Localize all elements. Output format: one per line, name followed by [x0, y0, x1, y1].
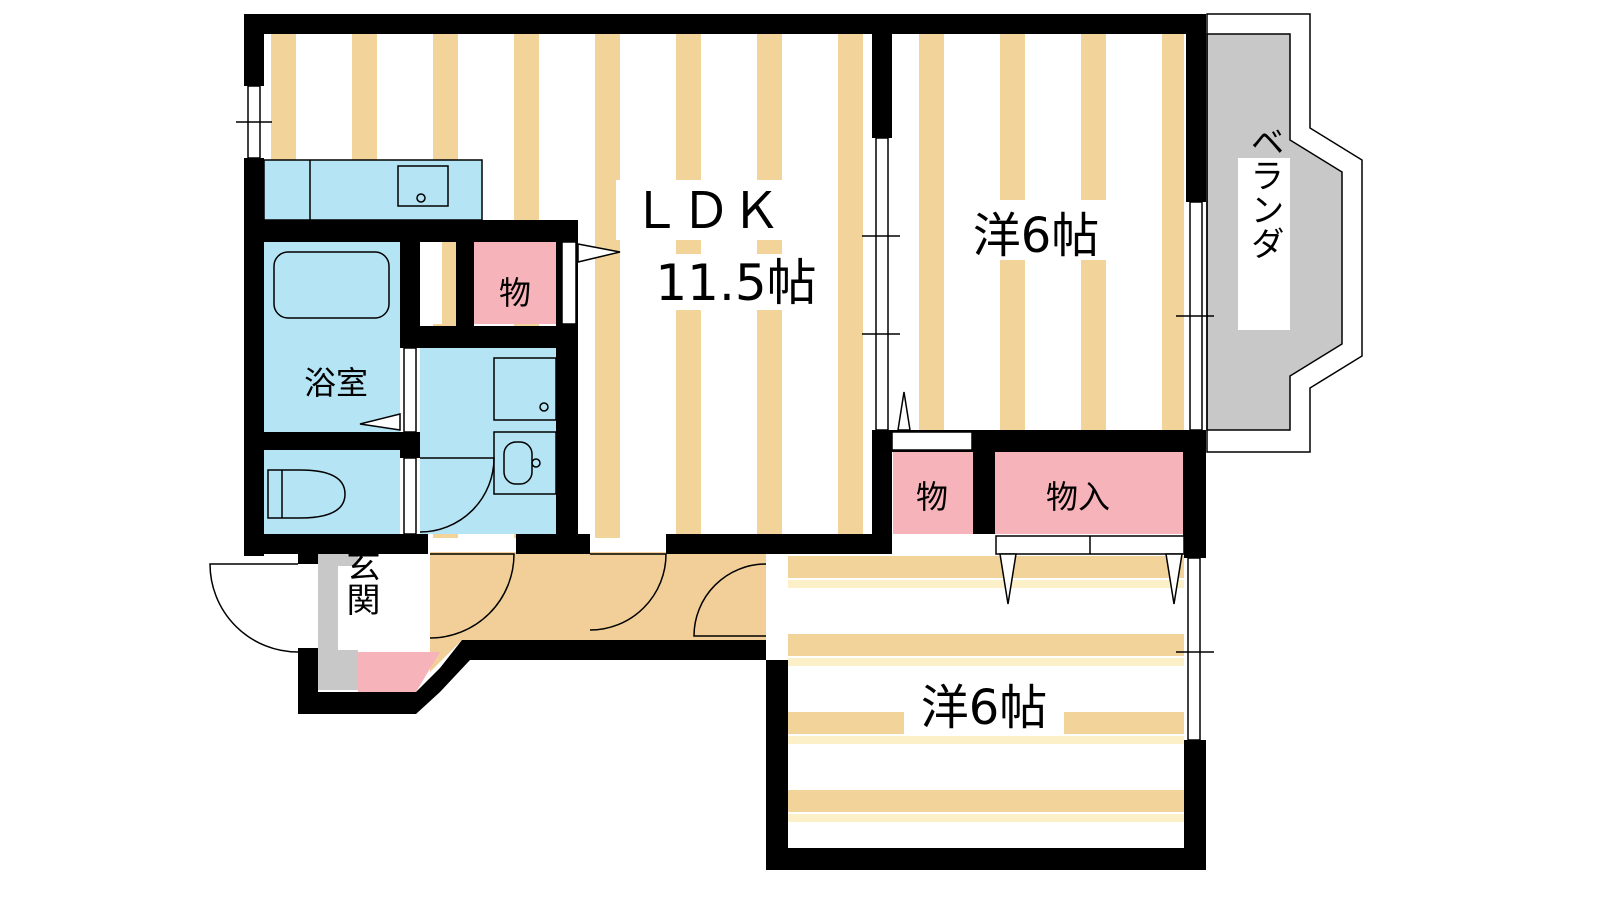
ldk-label: ＬＤＫ [631, 182, 781, 240]
storage-small-label: 物 [499, 274, 531, 312]
doors [209, 241, 1185, 653]
storage-mid [893, 452, 973, 534]
entrance-storage [358, 652, 440, 692]
closet-label: 物入 [1046, 478, 1110, 516]
bathtub [273, 251, 390, 319]
veranda-label: ベランダ [1244, 124, 1284, 260]
bathroom-label: 浴室 [304, 364, 368, 402]
kitchen-counter [263, 159, 483, 221]
kitchen-sink [397, 165, 449, 207]
storage-mid-label: 物 [916, 478, 948, 516]
toilet-bowl [267, 469, 346, 519]
ldk-size-label: 11.5帖 [655, 254, 816, 312]
hallway-floor [430, 552, 766, 672]
western-room-1-label: 洋6帖 [973, 208, 1100, 264]
storage-small [474, 242, 556, 324]
shelf-strip [420, 242, 442, 324]
windows [236, 85, 1214, 741]
veranda-outline [1206, 13, 1363, 453]
entrance-label: 玄関 [340, 548, 380, 616]
western-room-2-label: 洋6帖 [921, 680, 1048, 736]
closet [995, 452, 1183, 534]
